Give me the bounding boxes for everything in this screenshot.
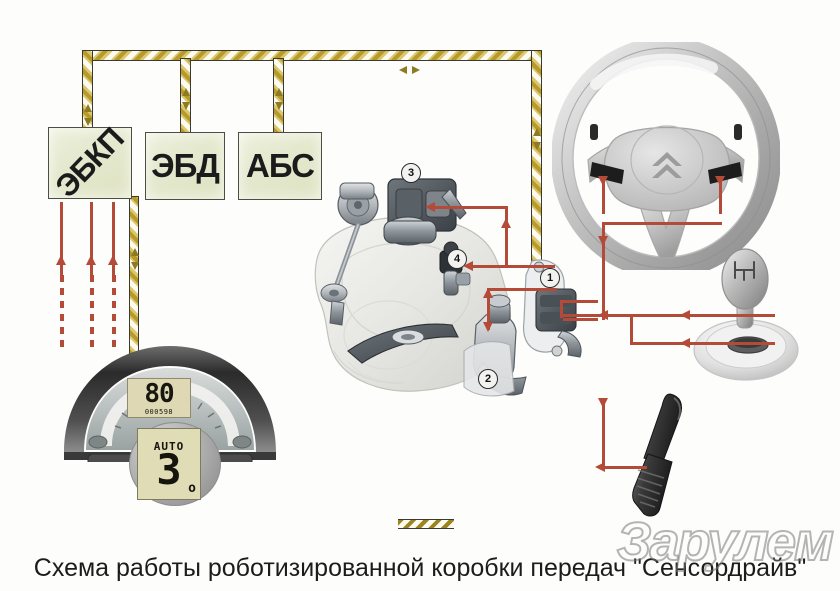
- arrow-to-position-sensor: [463, 261, 473, 271]
- signal-arrow-in-2: [86, 255, 96, 265]
- bus-arrow-down-1: [84, 118, 92, 126]
- cluster-odometer-value: 000598: [144, 407, 174, 416]
- wire-to-clutch-actuator: [487, 288, 557, 291]
- wire-left-paddle: [602, 178, 605, 214]
- wire-pedal-riser: [602, 400, 605, 468]
- wire-paddle-join: [602, 222, 722, 225]
- callout-position-sensor[interactable]: 4: [447, 249, 467, 269]
- gear-number: 3: [156, 444, 182, 494]
- signal-arrow-in-3: [108, 255, 118, 265]
- arrow-pedal-down: [598, 398, 608, 408]
- wire-right-paddle: [719, 178, 722, 214]
- callout-4-number: 4: [453, 253, 461, 265]
- ecu-gearbox-label: ЭБКП: [48, 121, 131, 205]
- signal-wire-in-1: [60, 202, 63, 277]
- callout-1-number: 1: [546, 272, 554, 284]
- arrow-paddle-down: [598, 236, 608, 246]
- wire-paddle-down: [602, 222, 605, 320]
- bus-arrow-up-5: [131, 248, 139, 256]
- callout-gear-actuator[interactable]: 1: [540, 268, 560, 288]
- can-bus-top-trunk: [82, 50, 542, 61]
- ecu-gearbox[interactable]: ЭБКП: [48, 121, 132, 204]
- callout-clutch-actuator[interactable]: 2: [478, 369, 498, 389]
- wire-trunk-riser: [560, 300, 563, 318]
- bus-arrow-down-3: [275, 102, 283, 110]
- can-bus-branch-ecu-engine: [180, 58, 191, 134]
- signal-wire-in-3: [112, 202, 115, 277]
- ecu-abs[interactable]: АБС: [238, 132, 322, 200]
- arrow-selector-up: [501, 218, 511, 228]
- arrow-left-paddle-top: [598, 176, 608, 186]
- ecu-engine-label: ЭБД: [151, 147, 220, 184]
- wire-gate-riser: [630, 314, 633, 342]
- bus-arrow-left-top: [399, 66, 407, 74]
- arrow-clutch-down: [483, 322, 493, 332]
- steering-wheel[interactable]: [552, 42, 780, 270]
- bus-arrow-up-2: [182, 88, 190, 96]
- signal-wire-in-2-dashed: [90, 275, 94, 347]
- bus-arrow-down-5: [131, 262, 139, 270]
- gear-suffix: o: [188, 481, 196, 496]
- arrow-lever-mid: [680, 310, 690, 320]
- arrow-right-paddle-top: [715, 176, 725, 186]
- gear-auto-label: AUTO: [153, 439, 185, 453]
- diagram-caption: Схема работы роботизированной коробки пе…: [33, 554, 807, 582]
- signal-wire-in-2: [90, 202, 93, 277]
- wire-to-position-sensor: [470, 265, 555, 268]
- wire-gear-actuator-feed-b: [563, 318, 598, 321]
- cluster-speed-value: 80: [144, 378, 174, 409]
- callout-3-number: 3: [407, 167, 415, 179]
- can-bus-branch-cluster: [129, 196, 139, 356]
- accelerator-pedal[interactable]: [618, 390, 708, 520]
- arrow-pedal-to-ecu: [595, 462, 605, 472]
- arrow-clutch-up: [483, 288, 493, 298]
- bus-arrow-up-1: [84, 104, 92, 112]
- wire-clutch-riser: [487, 288, 490, 330]
- wire-to-selector-actuator: [432, 206, 508, 209]
- wire-gate-to-ecu: [630, 342, 775, 345]
- callout-2-number: 2: [484, 373, 492, 385]
- legend-bus-sample: [398, 519, 454, 529]
- arrow-to-selector-actuator: [425, 202, 435, 212]
- bus-arrow-down-2: [182, 102, 190, 110]
- wire-pedal-to-ecu: [602, 466, 647, 469]
- callout-selector-actuator[interactable]: 3: [401, 163, 421, 183]
- wire-gear-actuator-feed-a: [563, 300, 598, 303]
- can-bus-branch-ecu-abs: [273, 58, 284, 134]
- arrow-gate-to-ecu: [680, 338, 690, 348]
- wire-lever-to-ecu: [605, 314, 775, 317]
- ecu-engine[interactable]: ЭБД: [145, 132, 225, 200]
- bus-arrow-up-4: [533, 128, 541, 136]
- gear-indicator-lcd: AUTO 3 o: [137, 428, 201, 500]
- signal-wire-in-3-dashed: [112, 275, 116, 347]
- signal-arrow-in-1: [56, 255, 66, 265]
- wire-trunk-to-gearbox: [560, 314, 610, 317]
- bus-arrow-up-3: [275, 88, 283, 96]
- ecu-abs-label: АБС: [246, 147, 315, 184]
- cluster-speed-lcd: 80 000598: [127, 378, 191, 418]
- signal-wire-in-1-dashed: [60, 275, 64, 347]
- selector-actuator-body: [320, 178, 467, 326]
- wire-selector-riser: [505, 206, 508, 268]
- bus-arrow-down-4: [533, 142, 541, 150]
- bus-arrow-right-top: [412, 66, 420, 74]
